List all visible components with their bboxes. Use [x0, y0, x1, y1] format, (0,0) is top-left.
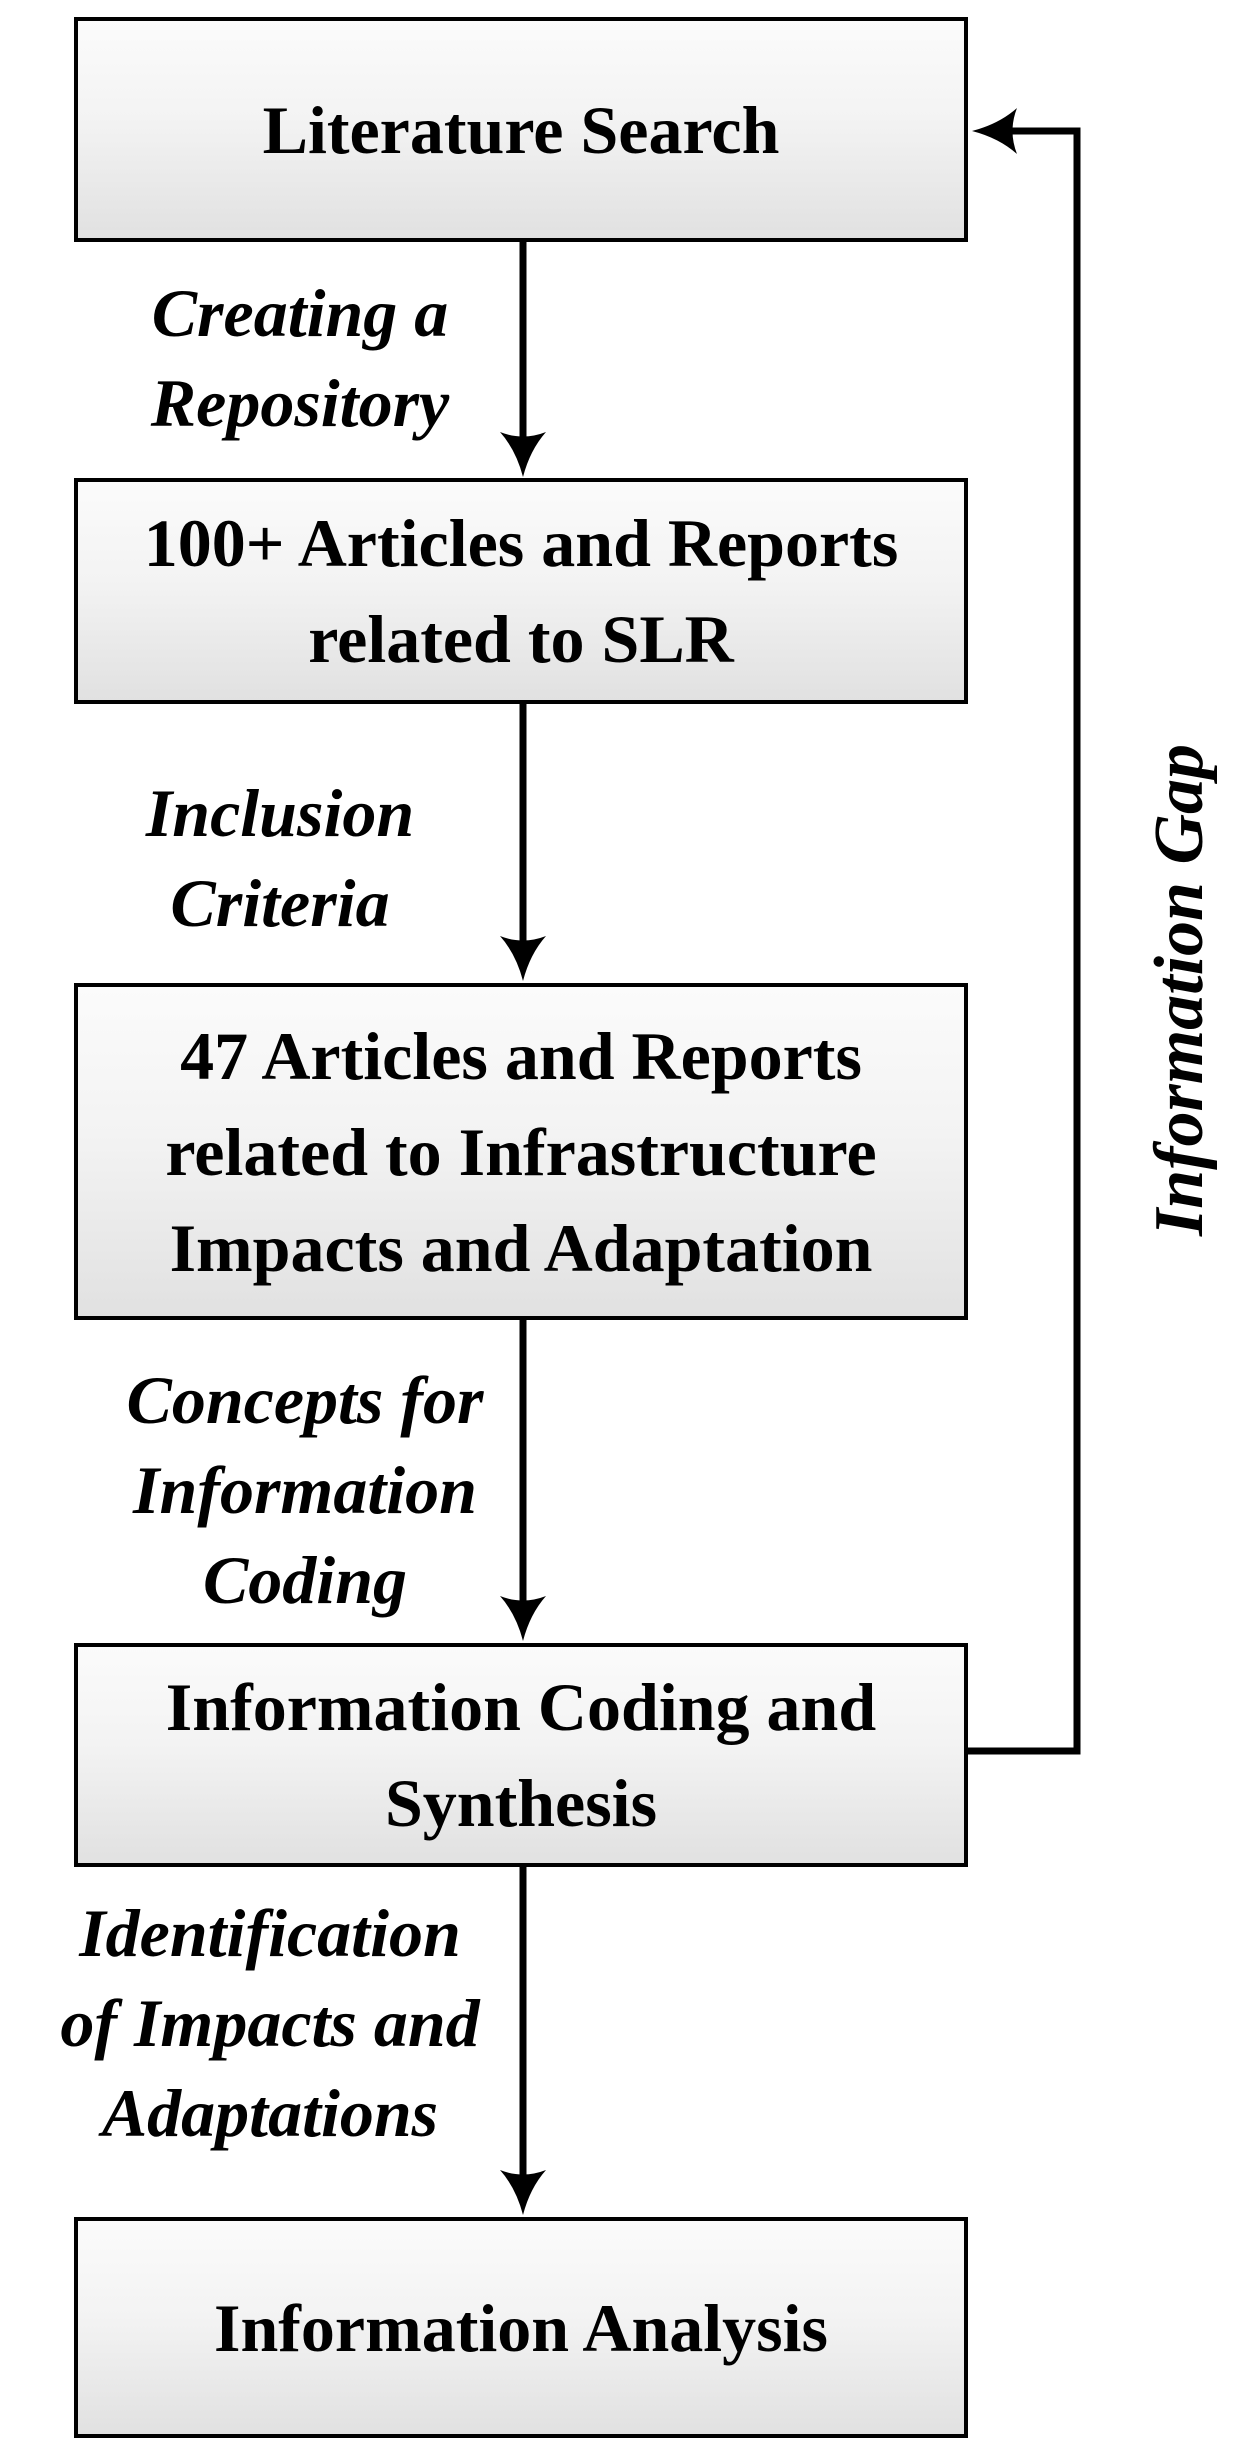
node-information-coding-synthesis: Information Coding and Synthesis [74, 1643, 968, 1867]
node-information-analysis: Information Analysis [74, 2217, 968, 2438]
node-information-coding-synthesis-label: Information Coding and Synthesis [165, 1669, 877, 1841]
down-arrow-1 [500, 240, 546, 477]
down-arrow-2 [500, 700, 546, 981]
feedback-arrow [964, 108, 1081, 1755]
information-gap-label: Information Gap [1141, 743, 1218, 1237]
node-100-articles-reports: 100+ Articles and Reports related to SLR [74, 478, 968, 704]
down-arrow-4 [500, 1863, 546, 2215]
edge-label-inclusion-criteria: Inclusion Criteria [145, 775, 415, 941]
node-100-articles-reports-label: 100+ Articles and Reports related to SLR [143, 505, 899, 677]
edge-label-creating-a-repository: Creating a Repository [150, 275, 450, 441]
node-47-articles-reports: 47 Articles and Reports related to Infra… [74, 983, 968, 1320]
down-arrow-3 [500, 1316, 546, 1641]
node-literature-search: Literature Search [74, 17, 968, 242]
edge-label-identification-impacts-adaptations: Identification of Impacts and Adaptation… [60, 1895, 480, 2151]
node-information-analysis-label: Information Analysis [214, 2289, 828, 2366]
node-47-articles-reports-label: 47 Articles and Reports related to Infra… [165, 1017, 877, 1286]
edge-label-concepts-for-information-coding: Concepts for Information Coding [126, 1362, 484, 1618]
node-literature-search-label: Literature Search [262, 91, 780, 168]
feedback-arrowhead [972, 108, 1017, 154]
